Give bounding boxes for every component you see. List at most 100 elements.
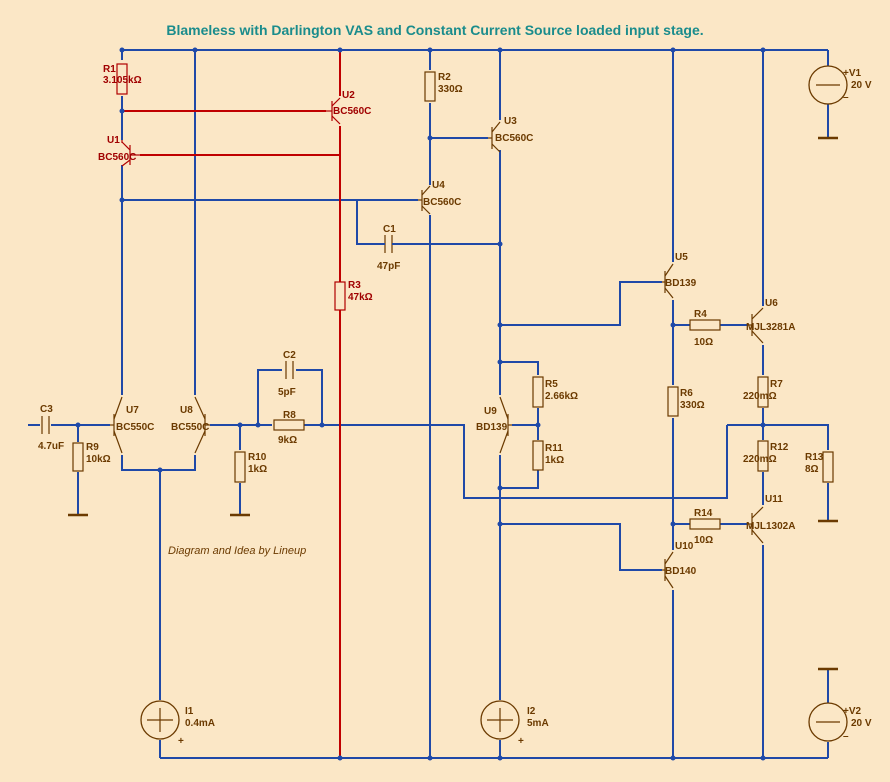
svg-text:U7: U7: [126, 405, 139, 416]
svg-text:1kΩ: 1kΩ: [545, 455, 564, 466]
svg-text:R4: R4: [694, 309, 707, 320]
svg-text:BC560C: BC560C: [333, 106, 371, 117]
svg-text:R10: R10: [248, 452, 267, 463]
svg-text:U11: U11: [765, 494, 783, 505]
svg-text:U9: U9: [484, 406, 497, 417]
svg-text:U4: U4: [432, 180, 445, 191]
resistor-r6: R6 330Ω: [667, 386, 705, 417]
svg-text:U10: U10: [675, 541, 694, 552]
svg-text:20 V: 20 V: [851, 718, 872, 729]
capacitor-c2: C2 5pF: [278, 350, 296, 398]
svg-text:R7: R7: [770, 379, 783, 390]
svg-text:1kΩ: 1kΩ: [248, 464, 267, 475]
svg-text:5mA: 5mA: [527, 718, 549, 729]
capacitor-c3: C3 4.7uF: [38, 404, 64, 452]
resistor-r10: R10 1kΩ: [234, 451, 267, 483]
svg-text:R12: R12: [770, 442, 789, 453]
svg-text:+V2: +V2: [843, 706, 862, 717]
diagram-title: Blameless with Darlington VAS and Consta…: [166, 22, 703, 38]
svg-text:47kΩ: 47kΩ: [348, 292, 373, 303]
junction-dots: [75, 47, 766, 761]
svg-text:U8: U8: [180, 405, 193, 416]
voltage-source-v1: +V1 20 V –: [808, 65, 872, 105]
svg-text:BD139: BD139: [476, 422, 508, 433]
svg-text:R3: R3: [348, 280, 361, 291]
svg-text:10Ω: 10Ω: [694, 535, 713, 546]
current-source-i2: I2 5mA +: [480, 700, 549, 747]
transistor-u11: U11 MJL1302A: [746, 494, 795, 544]
wires: [28, 49, 829, 759]
resistor-r4: R4 10Ω: [689, 309, 721, 348]
svg-text:R6: R6: [680, 388, 693, 399]
transistor-u6: U6 MJL3281A: [746, 298, 795, 344]
svg-text:BD140: BD140: [665, 566, 697, 577]
svg-text:R5: R5: [545, 379, 558, 390]
resistor-r9: R9 10kΩ: [72, 442, 111, 472]
svg-text:U5: U5: [675, 252, 688, 263]
resistor-r7: R7 220mΩ: [743, 376, 783, 408]
transistor-u9: U9 BD139: [476, 396, 512, 454]
svg-text:BC550C: BC550C: [116, 422, 154, 433]
svg-text:2.66kΩ: 2.66kΩ: [545, 391, 578, 402]
svg-text:I1: I1: [185, 706, 194, 717]
svg-text:–: –: [843, 731, 849, 742]
transistor-u8: U8 BC550C: [171, 396, 210, 454]
transistor-u2: U2 BC560C: [326, 90, 371, 125]
svg-text:R9: R9: [86, 442, 99, 453]
svg-text:C3: C3: [40, 404, 53, 415]
svg-text:MJL3281A: MJL3281A: [746, 322, 795, 333]
svg-text:U1: U1: [107, 135, 120, 146]
svg-text:330Ω: 330Ω: [680, 400, 705, 411]
resistor-r8: R8 9kΩ: [273, 410, 305, 446]
svg-text:R14: R14: [694, 508, 713, 519]
voltage-source-v2: +V2 20 V –: [808, 702, 872, 742]
resistor-r13: R13 8Ω: [805, 451, 834, 483]
svg-text:C1: C1: [383, 224, 396, 235]
highlight-wires: [122, 50, 341, 758]
svg-text:U2: U2: [342, 90, 355, 101]
svg-text:C2: C2: [283, 350, 296, 361]
svg-text:R1: R1: [103, 64, 116, 75]
svg-text:+: +: [178, 736, 184, 747]
svg-text:–: –: [843, 92, 849, 103]
transistor-u4: U4 BC560C: [418, 180, 461, 215]
svg-text:U6: U6: [765, 298, 778, 309]
svg-text:MJL1302A: MJL1302A: [746, 521, 795, 532]
svg-text:BC560C: BC560C: [98, 152, 136, 163]
current-source-i1: I1 0.4mA +: [140, 700, 215, 747]
svg-text:+: +: [518, 736, 524, 747]
svg-text:R8: R8: [283, 410, 296, 421]
svg-text:10kΩ: 10kΩ: [86, 454, 111, 465]
svg-text:R13: R13: [805, 452, 824, 463]
resistor-r5: R5 2.66kΩ: [532, 376, 578, 408]
svg-text:BC560C: BC560C: [495, 133, 533, 144]
capacitor-c1: C1 47pF: [377, 224, 400, 272]
svg-text:+V1: +V1: [843, 68, 862, 79]
svg-text:330Ω: 330Ω: [438, 84, 463, 95]
svg-text:0.4mA: 0.4mA: [185, 718, 215, 729]
svg-text:220mΩ: 220mΩ: [743, 391, 777, 402]
svg-text:BC560C: BC560C: [423, 197, 461, 208]
svg-text:20 V: 20 V: [851, 80, 872, 91]
resistor-r14: R14 10Ω: [689, 508, 721, 546]
ground-symbols: [68, 136, 838, 671]
transistor-u5: U5 BD139: [662, 252, 697, 299]
transistor-u1: U1 BC560C: [98, 135, 140, 167]
svg-text:47pF: 47pF: [377, 261, 400, 272]
transistor-u7: U7 BC550C: [110, 396, 154, 454]
svg-text:220mΩ: 220mΩ: [743, 454, 777, 465]
svg-text:R11: R11: [545, 443, 563, 454]
svg-text:4.7uF: 4.7uF: [38, 441, 64, 452]
svg-text:8Ω: 8Ω: [805, 464, 819, 475]
resistor-r12: R12 220mΩ: [743, 440, 789, 472]
svg-text:BC550C: BC550C: [171, 422, 209, 433]
transistor-u10: U10 BD140: [662, 541, 697, 589]
resistor-r3: R3 47kΩ: [334, 280, 373, 311]
credit-text: Diagram and Idea by Lineup: [168, 545, 306, 557]
svg-text:I2: I2: [527, 706, 536, 717]
resistor-r1: R1 3.105kΩ: [103, 63, 142, 95]
svg-text:U3: U3: [504, 116, 517, 127]
svg-text:5pF: 5pF: [278, 387, 296, 398]
